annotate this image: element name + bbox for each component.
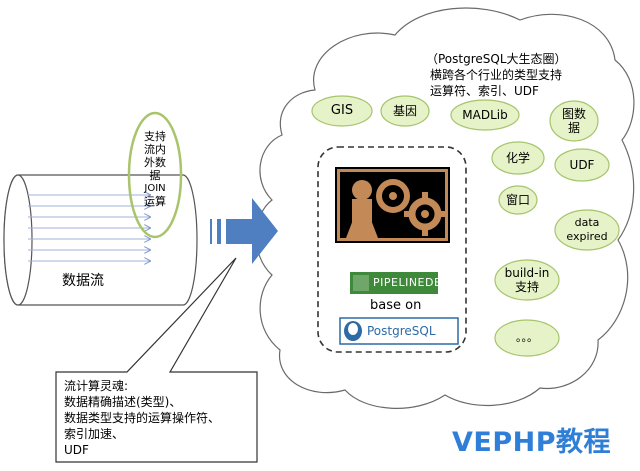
base-on-label: base on [370, 298, 422, 313]
postgresql-logo [339, 317, 459, 345]
stream-ops-text: 支持 流内 外数 据 JOIN 运算 [141, 130, 169, 208]
pill-gis [311, 95, 373, 127]
pill-label-buildin: build-in 支持 [495, 260, 559, 300]
stream-ops-line: 外数 [144, 156, 166, 169]
pill-label-more: 。。。 [516, 331, 538, 344]
flow-arrow [210, 198, 278, 264]
pill-label-expired: data expired [555, 210, 619, 250]
pill-label-gene: 基因 [392, 104, 417, 118]
pill-label-window: 窗口 [505, 193, 530, 207]
callout-line: 数据类型支持的运算操作符、 [64, 411, 221, 425]
pill-gene [380, 95, 430, 127]
watermark: VEPHP教程 [452, 427, 612, 458]
pill-label-graph: 图数 据 [550, 101, 598, 141]
ecosystem-heading-2: 横跨各个行业的类型支持 [430, 68, 563, 82]
pill-chem [491, 141, 545, 175]
stream-ops-line: 据 [149, 169, 161, 182]
ecosystem-heading-3: 运算符、索引、UDF [430, 84, 539, 98]
pill-madlib [450, 99, 520, 131]
pill-label-madlib: MADLib [462, 108, 508, 122]
stream-ops-line: 支持 [144, 130, 166, 143]
pill-label-expired-line2: expired [566, 230, 608, 243]
postgresql-logo-text: PostgreSQL [367, 324, 436, 338]
pill-udf [554, 148, 610, 182]
stream-label: 数据流 [62, 273, 104, 289]
pill-label-gis: GIS [330, 103, 354, 118]
pill-label-chem: 化学 [505, 151, 530, 165]
ecosystem-heading-1: （PostgreSQL大生态圈） [426, 52, 567, 66]
pill-label-buildin-line2: 支持 [514, 280, 539, 294]
stream-ops-line: 运算 [144, 195, 166, 208]
stream-ops-ellipse [127, 111, 183, 239]
callout-text: 流计算灵魂: 数据精确描述(类型)、 数据类型支持的运算操作符、 索引加速、 U… [64, 378, 220, 458]
callout-line: 数据精确描述(类型)、 [64, 395, 182, 409]
pill-label-buildin-line1: build-in [504, 266, 550, 280]
pipelinedb-logo [350, 272, 438, 294]
pill-label-graph-line1: 图数 [561, 107, 586, 121]
stream-ops-line: JOIN [144, 183, 166, 194]
pill-window [498, 185, 538, 215]
callout-line: UDF [64, 443, 89, 457]
pipelinedb-logo-text: PIPELINEDB [373, 276, 443, 289]
pill-label-udf: UDF [569, 158, 595, 172]
callout-box [55, 257, 258, 463]
stream-ops-line: 流内 [144, 143, 166, 156]
pill-more [494, 319, 560, 357]
extension-pills [311, 95, 620, 357]
heads-gears-graphic [335, 167, 450, 243]
pill-buildin [494, 259, 560, 301]
callout-line: 索引加速、 [64, 427, 125, 441]
pill-expired [554, 209, 620, 251]
pill-label-graph-line2: 据 [567, 121, 580, 135]
pill-graph [549, 100, 599, 142]
pill-label-expired-line1: data [574, 216, 600, 229]
callout-line: 流计算灵魂: [64, 379, 129, 393]
